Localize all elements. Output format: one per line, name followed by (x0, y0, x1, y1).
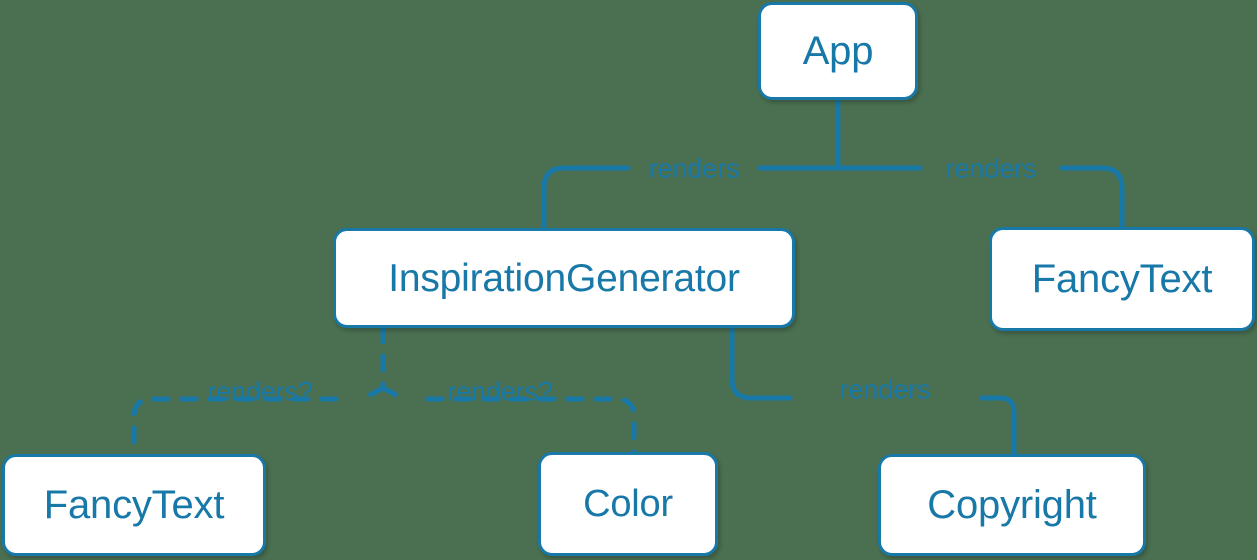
node-app[interactable]: App (758, 2, 918, 100)
edge-app-to-inspiration-left (541, 165, 631, 231)
edge-label-app-to-fancytext: renders (945, 153, 1037, 184)
node-color[interactable]: Color (538, 452, 718, 556)
edge-app-to-fancytext-right (1059, 165, 1125, 230)
edge-inspiration-to-color-outer (425, 396, 637, 455)
node-inspiration-generator[interactable]: InspirationGenerator (333, 228, 795, 328)
node-inspiration-generator-label: InspirationGenerator (388, 256, 740, 300)
edge-label-app-to-inspiration: renders (648, 153, 740, 184)
edge-inspiration-to-copyright-right (979, 395, 1017, 457)
edge-inspiration-to-copyright-left (729, 325, 793, 401)
edge-label-inspiration-to-color: renders? (447, 376, 553, 407)
edge-inspiration-to-fancytext-bottom-inner (359, 385, 386, 402)
node-fancytext-right-label: FancyText (1031, 257, 1213, 301)
node-app-label: App (802, 29, 874, 73)
node-fancytext-bottom-label: FancyText (43, 483, 225, 527)
edge-label-inspiration-to-fancytext: renders? (207, 376, 313, 407)
node-fancytext-bottom[interactable]: FancyText (2, 454, 266, 556)
node-color-label: Color (583, 483, 673, 525)
edge-inspiration-to-color-inner (380, 385, 407, 402)
edge-label-inspiration-to-copyright: renders (839, 374, 931, 405)
node-copyright-label: Copyright (927, 483, 1097, 527)
edge-inspiration-to-fancytext-bottom-outer (131, 396, 339, 457)
node-copyright[interactable]: Copyright (878, 454, 1146, 556)
node-fancytext-right[interactable]: FancyText (989, 227, 1255, 331)
